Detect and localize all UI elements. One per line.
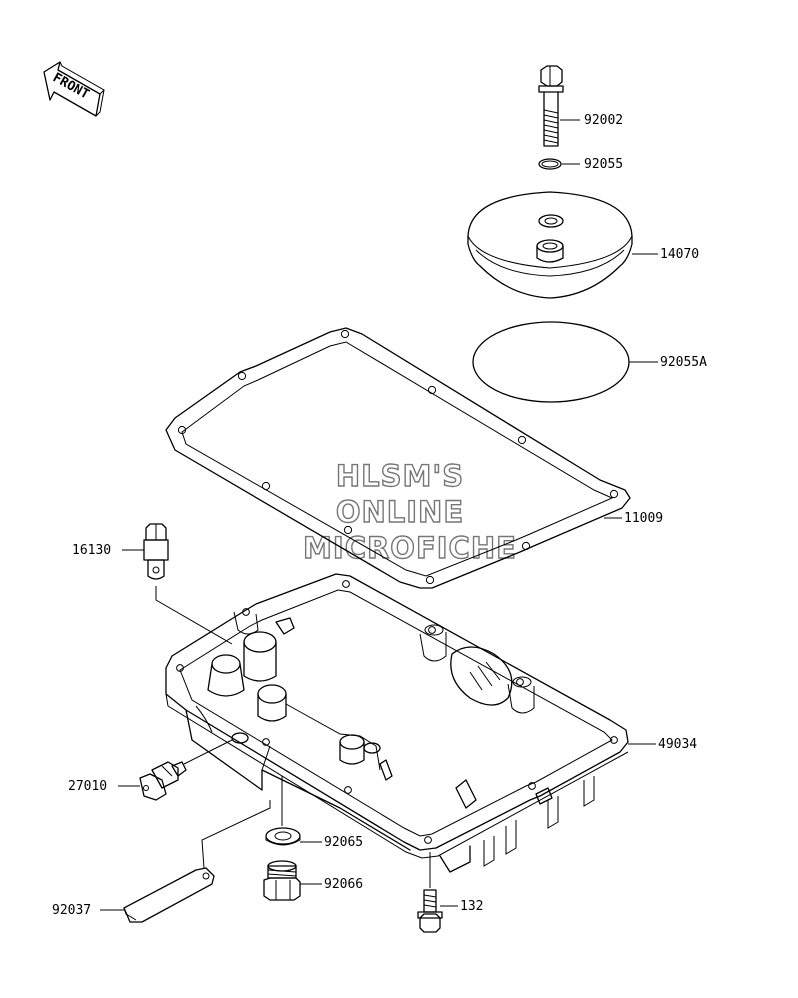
part-number-11009: 11009 (624, 511, 663, 526)
gasket-icon (165, 327, 631, 589)
front-arrow-icon: FRONT (43, 61, 105, 117)
cover-icon (467, 191, 633, 299)
part-number-92002: 92002 (584, 113, 623, 128)
part-number-132: 132 (460, 899, 483, 914)
switch-icon (139, 761, 187, 801)
part-number-14070: 14070 (660, 247, 699, 262)
plug-icon (263, 860, 301, 901)
watermark-line-2: ONLINE (336, 495, 464, 529)
part-number-16130: 16130 (72, 543, 111, 558)
washer-icon (265, 827, 301, 846)
o-ring-large-icon (472, 321, 630, 403)
watermark: HLSM'S ONLINE MICROFICHE (302, 458, 517, 565)
part-number-92055: 92055 (584, 157, 623, 172)
nipple-icon (143, 523, 169, 580)
front-label: FRONT (50, 70, 92, 102)
bolt-bottom-icon (417, 889, 443, 933)
plate-icon (123, 867, 215, 923)
part-number-92066: 92066 (324, 877, 363, 892)
oil-pan-icon (165, 573, 629, 873)
watermark-line-3: MICROFICHE (303, 531, 517, 565)
bolt-icon (538, 65, 564, 147)
part-number-92055A: 92055A (660, 355, 707, 370)
part-number-27010: 27010 (68, 779, 107, 794)
o-ring-icon (538, 158, 562, 170)
part-number-92065: 92065 (324, 835, 363, 850)
part-number-92037: 92037 (52, 903, 91, 918)
watermark-line-1: HLSM'S (336, 459, 464, 493)
part-number-49034: 49034 (658, 737, 697, 752)
